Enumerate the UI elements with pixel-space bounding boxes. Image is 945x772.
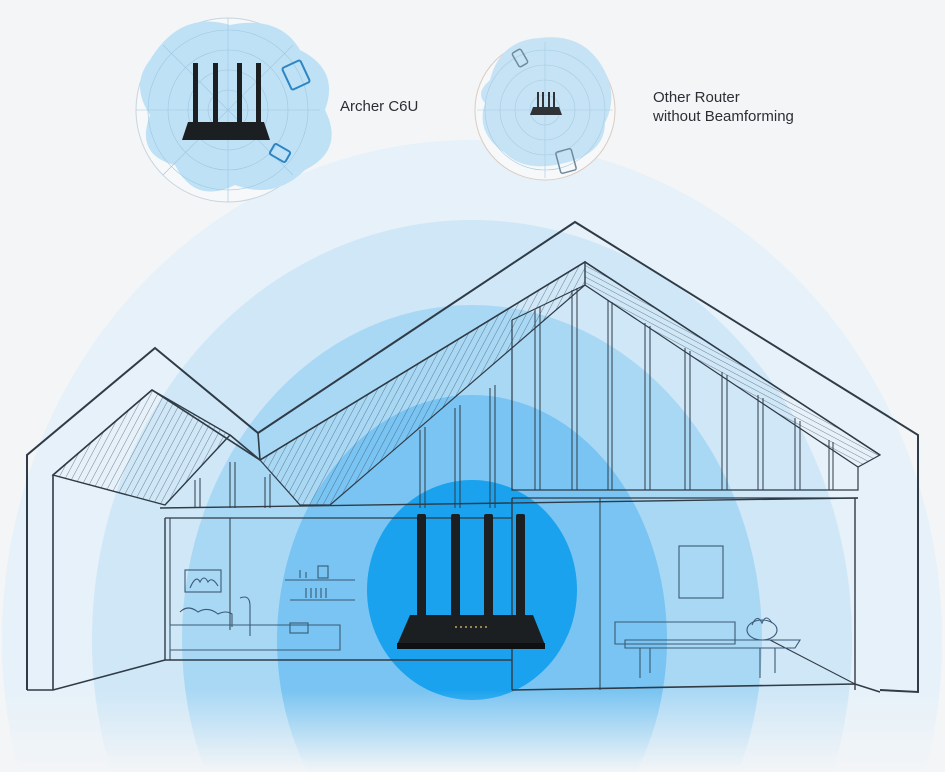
router-main (397, 514, 545, 649)
tablet-icon (281, 59, 311, 91)
archer-label: Archer C6U (340, 98, 419, 115)
router-leds (455, 626, 487, 628)
other-router-coverage-diagram (474, 37, 616, 181)
coffee-table (624, 639, 801, 649)
phone-icon (268, 143, 292, 163)
tablet-icon (555, 148, 577, 174)
other-router-label: Other Router without Beamforming (653, 89, 794, 125)
fruit-bowl (746, 619, 778, 641)
wall-frame (678, 545, 724, 599)
living-room-right (614, 545, 801, 678)
sofa (169, 624, 341, 651)
laptop (289, 622, 309, 634)
floor-lamp (239, 596, 251, 636)
living-room-left (169, 565, 355, 651)
wall-picture (184, 569, 222, 593)
signal-glow (0, 140, 945, 772)
sofa-right (614, 621, 736, 645)
phone-icon (511, 48, 529, 68)
house-outline (26, 220, 919, 694)
archer-coverage-diagram (135, 17, 332, 203)
